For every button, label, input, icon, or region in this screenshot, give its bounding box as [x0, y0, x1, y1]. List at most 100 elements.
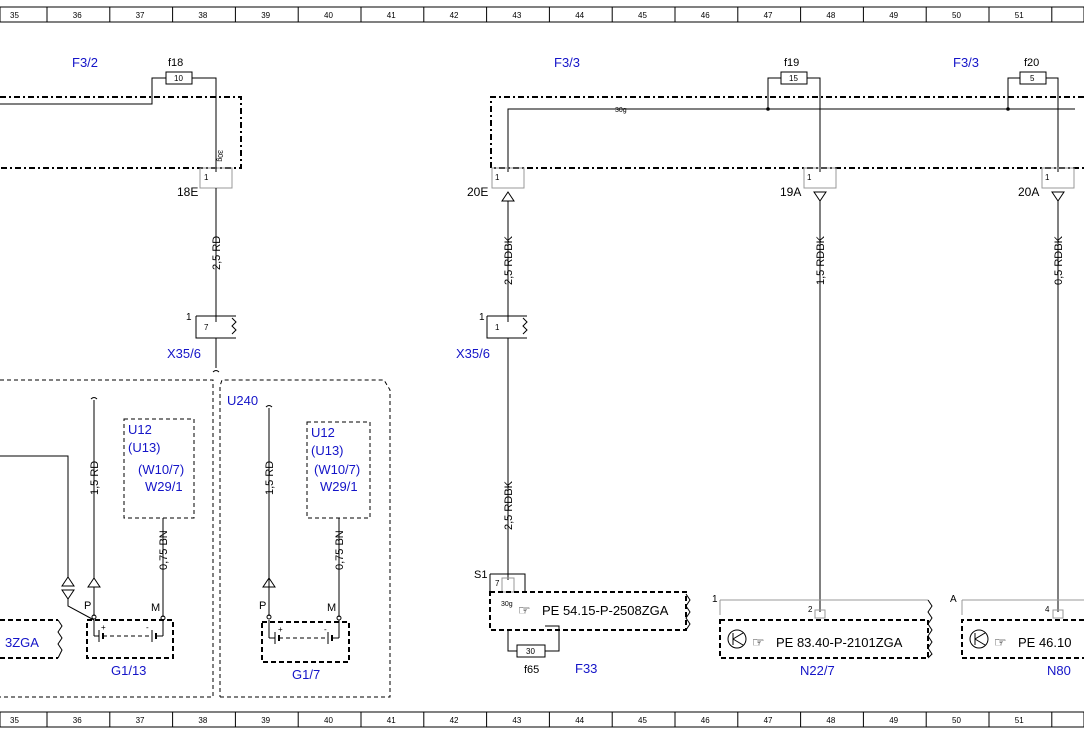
svg-text:30g: 30g — [501, 601, 513, 608]
svg-text:1: 1 — [1045, 173, 1050, 182]
svg-text:(U13): (U13) — [311, 443, 344, 458]
zone-label: U240 — [227, 393, 258, 408]
ruler-label: 51 — [1015, 11, 1024, 20]
ruler-label: 38 — [198, 11, 207, 20]
module-u12-left[interactable]: U12 (U13) (W10/7) W29/1 — [123, 418, 195, 519]
svg-text:P: P — [259, 600, 266, 612]
svg-text:X35/6: X35/6 — [456, 346, 490, 361]
ruler-label: 44 — [575, 11, 584, 20]
svg-text:M: M — [327, 602, 336, 614]
svg-text:f20: f20 — [1024, 57, 1039, 69]
connector-label: 20A — [1018, 185, 1039, 199]
svg-text:M: M — [151, 602, 160, 614]
ruler-label: 47 — [764, 716, 773, 725]
svg-text:U12: U12 — [128, 422, 152, 437]
wire-label: 0,75 BN — [334, 530, 346, 570]
fuse-f19[interactable]: f19 15 — [767, 57, 821, 97]
reference-link[interactable]: PE 46.10 — [1018, 635, 1072, 650]
relay-f33[interactable]: S1 7 30g ☞ PE 54.15-P-2508ZGA 30 f65 F33 — [474, 569, 691, 676]
svg-text:1: 1 — [712, 594, 718, 605]
fuse-f20[interactable]: f20 5 — [1007, 57, 1059, 97]
svg-text:(W10/7): (W10/7) — [138, 462, 184, 477]
svg-text:1: 1 — [186, 312, 192, 323]
ruler-label: 36 — [73, 11, 82, 20]
pointing-hand-icon: ☞ — [518, 602, 531, 618]
reference-link[interactable]: PE 54.15-P-2508ZGA — [542, 603, 669, 618]
wire-label: 0,5 RDBK — [1053, 235, 1065, 285]
svg-text:1: 1 — [495, 173, 500, 182]
svg-text:f18: f18 — [168, 57, 183, 69]
svg-text:(U13): (U13) — [128, 440, 161, 455]
svg-text:+: + — [278, 625, 283, 634]
reference-link[interactable]: PE 83.40-P-2101ZGA — [776, 635, 903, 650]
fuse-group-label: F3/3 — [953, 55, 979, 70]
wire-label: 2,5 RD — [211, 236, 223, 270]
ruler-label: 41 — [387, 716, 396, 725]
connector-x35-6-right[interactable]: 1 1 X35/6 — [456, 312, 528, 361]
svg-text:N22/7: N22/7 — [800, 663, 835, 678]
svg-text:+: + — [101, 623, 106, 632]
ruler-label: 40 — [324, 716, 333, 725]
ruler-label: 37 — [136, 716, 145, 725]
svg-text:-: - — [324, 625, 327, 634]
svg-text:X35/6: X35/6 — [167, 346, 201, 361]
svg-text:30: 30 — [526, 647, 535, 656]
svg-text:3ZGA: 3ZGA — [5, 635, 39, 650]
ruler-label: 46 — [701, 11, 710, 20]
svg-text:f19: f19 — [784, 57, 799, 69]
svg-text:S1: S1 — [474, 569, 487, 581]
ruler-label: 42 — [450, 11, 459, 20]
svg-text:1: 1 — [807, 173, 812, 182]
svg-text:5: 5 — [1030, 74, 1035, 83]
svg-text:7: 7 — [495, 579, 500, 588]
ground-triangle-icon — [813, 191, 827, 202]
ruler-label: 36 — [73, 716, 82, 725]
svg-text:F33: F33 — [575, 661, 597, 676]
fuse-f18[interactable]: f18 10 — [151, 57, 217, 97]
svg-text:1: 1 — [479, 312, 485, 323]
ground-triangle-icon — [1051, 191, 1065, 202]
battery-g1-13[interactable]: + - G1/13 — [86, 619, 174, 678]
svg-text:N80: N80 — [1047, 663, 1071, 678]
svg-text:A: A — [950, 594, 957, 605]
control-unit-n80[interactable]: A 4 ☞ PE 46.10 N80 — [950, 594, 1084, 678]
svg-text:G1/13: G1/13 — [111, 663, 146, 678]
ruler-label: 50 — [952, 11, 961, 20]
svg-text:U12: U12 — [311, 425, 335, 440]
ruler-label: 43 — [512, 11, 521, 20]
transistor-icon — [969, 629, 989, 649]
connector-label: 18E — [177, 185, 198, 199]
wire-label: 2,5 RDBK — [503, 235, 515, 285]
ruler-label: 35 — [10, 11, 19, 20]
ruler-label: 37 — [136, 11, 145, 20]
wire-label: 1,5 RD — [264, 461, 276, 495]
svg-text:f65: f65 — [524, 664, 539, 676]
ruler-label: 39 — [261, 716, 270, 725]
ruler-label: 44 — [575, 716, 584, 725]
fuse-box-left — [0, 96, 242, 169]
module-u12-right[interactable]: U12 (U13) (W10/7) W29/1 — [306, 421, 371, 519]
battery-g1-7[interactable]: + - G1/7 — [261, 620, 350, 682]
ruler-label: 50 — [952, 716, 961, 725]
svg-text:1: 1 — [495, 323, 500, 332]
ruler-label: 42 — [450, 716, 459, 725]
wire-label: 2,5 RDBK — [503, 480, 515, 530]
ruler-label: 48 — [826, 11, 835, 20]
control-unit-n22-7[interactable]: 1 2 ☞ PE 83.40-P-2101ZGA N22/7 — [712, 594, 933, 678]
reference-3zga[interactable]: 3ZGA — [0, 619, 63, 659]
ruler-label: 51 — [1015, 716, 1024, 725]
region-left — [0, 379, 214, 698]
ruler-label: 45 — [638, 11, 647, 20]
svg-text:30g: 30g — [216, 150, 223, 162]
connector-label: 20E — [467, 185, 488, 199]
pointing-hand-icon: ☞ — [994, 634, 1007, 650]
svg-text:W29/1: W29/1 — [145, 479, 183, 494]
svg-text:4: 4 — [1045, 605, 1050, 614]
ruler-label: 49 — [889, 11, 898, 20]
ruler-label: 41 — [387, 11, 396, 20]
ruler-label: 46 — [701, 716, 710, 725]
connector-x35-6-left[interactable]: 1 7 X35/6 — [167, 312, 237, 361]
